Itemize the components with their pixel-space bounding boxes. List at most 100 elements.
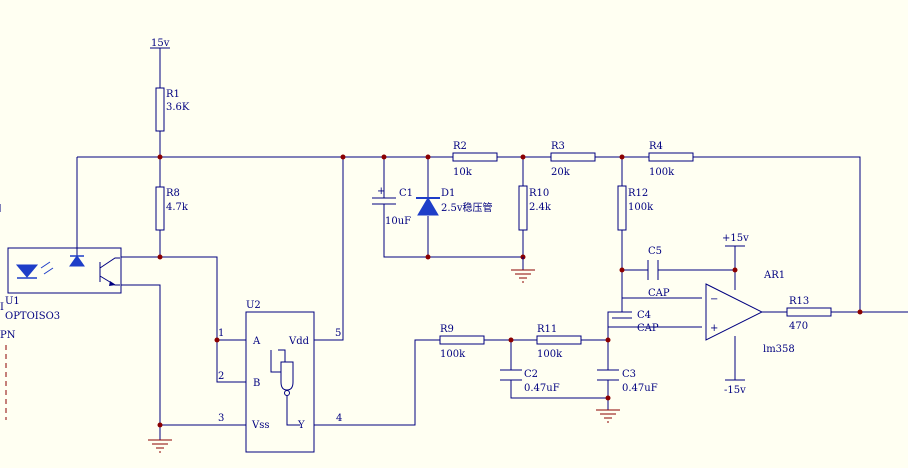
r3-value: 20k	[551, 167, 571, 178]
capacitor-c1: + C1 10uF	[372, 186, 413, 227]
ground-symbol-icon	[596, 409, 620, 423]
capacitor-c2: C2 0.47uF	[500, 369, 560, 394]
junction	[619, 267, 625, 273]
c2-name: C2	[524, 369, 538, 380]
minus-input: −	[710, 294, 718, 305]
u2-pin-a: A	[252, 336, 261, 347]
r8-value: 4.7k	[166, 202, 189, 213]
c4-name: C4	[637, 310, 651, 321]
transistor-icon	[99, 257, 120, 286]
led-icon	[15, 261, 54, 279]
junction	[381, 154, 387, 160]
resistor-r13: R13 470	[786, 296, 832, 332]
r10-name: R10	[529, 188, 549, 199]
junction	[214, 337, 220, 343]
capacitor-c3: C3 0.47uF	[597, 369, 658, 394]
resistor-r9: R9 100k	[439, 324, 485, 360]
c3-name: C3	[622, 369, 636, 380]
r9-name: R9	[440, 324, 454, 335]
wires	[76, 48, 908, 440]
optocoupler-u1: U1 OPTOISO3	[5, 247, 122, 322]
resistor-r4: R4 100k	[648, 141, 694, 178]
c4-value: CAP	[637, 323, 659, 334]
r2-name: R2	[453, 141, 467, 152]
junction	[425, 254, 431, 260]
junction	[157, 154, 163, 160]
resistor-r2: R2 10k	[452, 141, 498, 178]
r4-value: 100k	[649, 167, 675, 178]
pn-mark: I	[0, 302, 4, 313]
pin-5: 5	[335, 328, 341, 339]
gate-icon	[270, 349, 300, 426]
r10-value: 2.4k	[529, 202, 552, 213]
r12-value: 100k	[628, 202, 654, 213]
c3-value: 0.47uF	[622, 383, 658, 394]
r2-value: 10k	[453, 167, 473, 178]
r8-name: R8	[166, 188, 180, 199]
d1-name: D1	[441, 188, 455, 199]
plus-sign: +	[377, 186, 385, 197]
r12-name: R12	[628, 188, 648, 199]
r1-name: R1	[166, 89, 180, 100]
u1-name: U1	[5, 296, 20, 307]
pin-1: 1	[218, 328, 224, 339]
c1-value: 10uF	[385, 216, 411, 227]
photodiode-icon	[69, 248, 85, 267]
zener-diode-icon: D1 2.5v稳压管	[416, 188, 493, 216]
u1-part: OPTOISO3	[5, 311, 60, 322]
pin-4: 4	[336, 413, 342, 424]
u2-pin-b: B	[253, 378, 260, 389]
r3-name: R3	[551, 141, 565, 152]
junction	[732, 267, 738, 273]
r9-value: 100k	[440, 349, 466, 360]
opamp-triangle-icon: − +	[705, 283, 764, 341]
ground-symbol-icon	[148, 439, 172, 453]
r4-name: R4	[649, 141, 663, 152]
resistor-r8: R8 4.7k	[155, 186, 189, 231]
junction	[340, 154, 346, 160]
ic-u2: U2 A B Vdd Vss Y 1 2 3 4 5	[218, 300, 342, 453]
plus-input: +	[710, 323, 718, 334]
junction	[619, 154, 625, 160]
resistor-r11: R11 100k	[536, 324, 582, 360]
pin-2: 2	[218, 371, 224, 382]
u2-pin-vss: Vss	[251, 420, 270, 431]
ar1-part: lm358	[763, 344, 795, 355]
r11-value: 100k	[537, 349, 563, 360]
d1-value: 2.5v稳压管	[441, 201, 493, 214]
ground-symbol-icon	[511, 257, 535, 283]
junction	[157, 254, 163, 260]
junction	[520, 154, 526, 160]
u2-name: U2	[246, 300, 261, 311]
pn-label: PN	[0, 330, 16, 341]
junctions	[157, 154, 863, 428]
junction	[857, 309, 863, 315]
r11-name: R11	[537, 324, 557, 335]
pin-3: 3	[218, 413, 224, 424]
u2-pin-vdd: Vdd	[288, 336, 310, 347]
junction	[508, 337, 514, 343]
capacitor-c4: C4 CAP	[612, 310, 659, 334]
junction	[157, 422, 163, 428]
vcc-label: 15v	[151, 38, 170, 49]
resistor-r3: R3 20k	[550, 141, 596, 178]
r1-value: 3.6K	[166, 102, 190, 113]
junction	[605, 395, 611, 401]
junction	[605, 337, 611, 343]
resistor-r12: R12 100k	[617, 185, 654, 231]
c5-value: CAP	[648, 288, 670, 299]
junction	[425, 154, 431, 160]
c1-name: C1	[399, 188, 413, 199]
vee-amp-label: -15v	[724, 385, 746, 396]
vcc-amp-label: +15v	[722, 233, 749, 244]
ar1-name: AR1	[763, 270, 785, 281]
c2-value: 0.47uF	[524, 383, 560, 394]
r13-value: 470	[789, 321, 808, 332]
r13-name: R13	[789, 296, 809, 307]
u2-pin-y: Y	[297, 420, 305, 431]
resistor-r10: R10 2.4k	[518, 185, 552, 231]
capacitor-c5: C5 CAP	[647, 246, 670, 299]
resistor-r1: R1 3.6K	[155, 87, 190, 132]
c5-name: C5	[648, 246, 662, 257]
